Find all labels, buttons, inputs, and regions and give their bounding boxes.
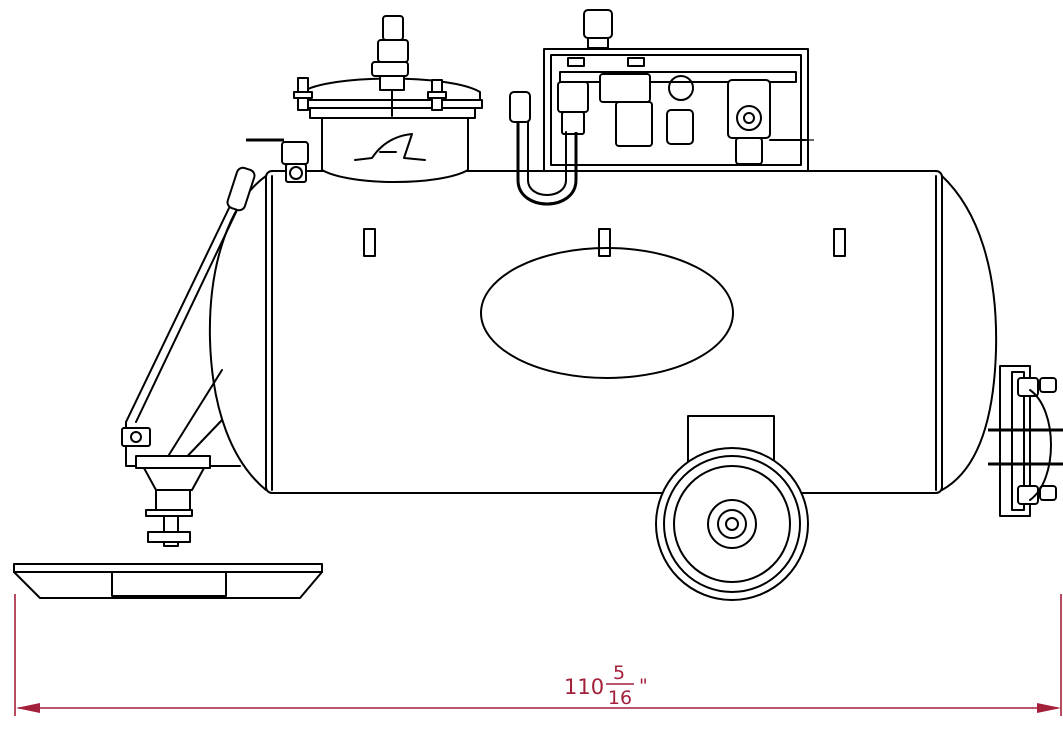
gauge-unit: [599, 73, 653, 147]
rear-door: [988, 365, 1063, 517]
ball-valve: [246, 138, 309, 183]
top-hatch: [293, 15, 483, 183]
regulator: [557, 81, 589, 135]
clamp-right: [427, 79, 447, 111]
base-plate: [13, 563, 323, 599]
dimension-whole: 110: [564, 675, 604, 699]
hose: [509, 91, 578, 206]
lid-valve: [371, 15, 409, 117]
gauge-icon: [668, 75, 694, 101]
clamp-left: [293, 77, 313, 111]
overall-length-dimension: 110 5 16 ": [14, 594, 1062, 716]
lifting-slots: [363, 228, 846, 257]
dimension-denominator: 16: [608, 687, 632, 709]
logo-mark: [354, 133, 426, 161]
filter-canister: [583, 9, 613, 49]
dimension-arrow-left: [16, 703, 40, 713]
dimension-arrow-right: [1037, 703, 1061, 713]
dimension-unit: ": [639, 675, 648, 697]
pump-motor: [727, 79, 771, 165]
control-panel: [543, 9, 814, 172]
dimension-numerator: 5: [613, 662, 625, 684]
tank-body: [208, 170, 998, 494]
tongue-jack: [121, 166, 256, 547]
wheel: [655, 415, 809, 601]
access-port: [480, 247, 734, 379]
